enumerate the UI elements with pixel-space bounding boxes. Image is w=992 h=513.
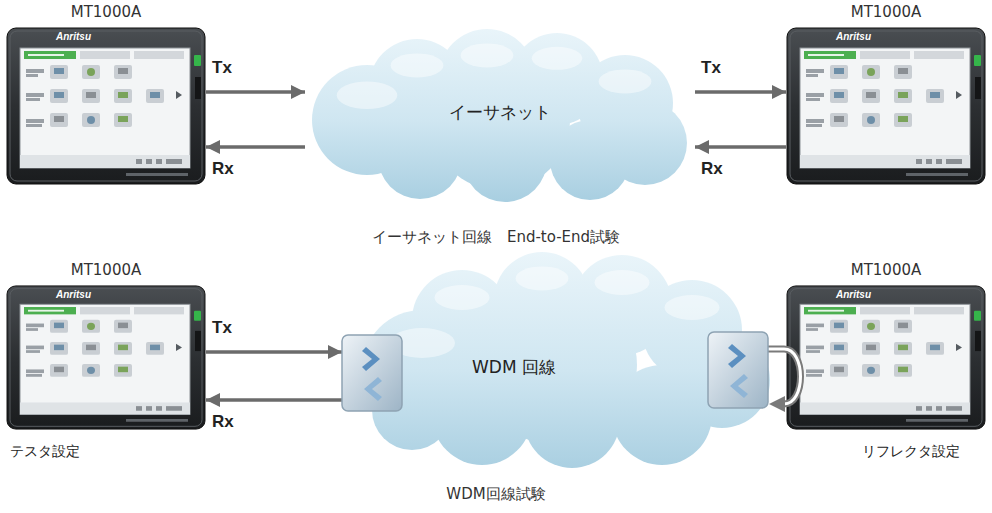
cloud-highlight bbox=[391, 53, 444, 77]
cloud-highlight bbox=[532, 47, 583, 70]
tester-box: MT1000A bbox=[6, 27, 206, 185]
loopback-arrowhead bbox=[769, 396, 785, 412]
signal-arrow bbox=[206, 350, 342, 354]
caption-text: イーサネット回線 End-to-End試験 bbox=[372, 228, 620, 247]
signal-arrow bbox=[206, 90, 305, 94]
device-name: MT1000A bbox=[6, 3, 206, 21]
signal-label: Rx bbox=[212, 159, 234, 179]
mode-label: リフレクタ設定 bbox=[862, 443, 960, 461]
signal-arrow bbox=[206, 398, 342, 402]
signal-arrow bbox=[695, 145, 786, 149]
network-name: イーサネット bbox=[449, 101, 551, 124]
tester-device bbox=[787, 286, 985, 429]
tester-device bbox=[7, 28, 205, 184]
cloud-highlight bbox=[461, 43, 514, 67]
brand-logo: Anritsu bbox=[836, 289, 871, 300]
cloud-highlight bbox=[337, 82, 398, 110]
device-name: MT1000A bbox=[786, 261, 986, 279]
cloud-shape bbox=[342, 250, 772, 470]
brand-logo: Anritsu bbox=[836, 31, 871, 42]
signal-label: Rx bbox=[701, 159, 723, 179]
caption-text: WDM回線試験 bbox=[446, 485, 545, 504]
wdm-device bbox=[708, 332, 768, 408]
wdm-device bbox=[342, 335, 402, 411]
signal-arrow bbox=[206, 145, 305, 149]
device-name: MT1000A bbox=[786, 3, 986, 21]
network-name: WDM 回線 bbox=[472, 356, 556, 379]
cloud-highlight bbox=[516, 266, 569, 290]
signal-label: Tx bbox=[212, 58, 232, 78]
brand-logo: Anritsu bbox=[56, 31, 91, 42]
cloud-highlight bbox=[599, 69, 652, 93]
network-cloud: WDM 回線 bbox=[342, 250, 772, 470]
mode-label: テスタ設定 bbox=[10, 443, 80, 461]
brand-logo: Anritsu bbox=[56, 289, 91, 300]
tester-box: MT1000Aテスタ設定 bbox=[6, 285, 206, 430]
cloud-highlight bbox=[665, 295, 720, 320]
signal-arrow bbox=[695, 90, 786, 94]
signal-label: Tx bbox=[701, 58, 721, 78]
network-cloud: イーサネット bbox=[305, 25, 695, 200]
tester-box: MT1000A bbox=[786, 27, 986, 185]
cloud-highlight bbox=[595, 270, 650, 295]
signal-label: Tx bbox=[212, 318, 232, 338]
tester-device bbox=[7, 286, 205, 429]
tester-device bbox=[787, 28, 985, 184]
cloud-puff bbox=[430, 50, 570, 190]
cloud-highlight bbox=[435, 285, 490, 310]
tester-box: MT1000Aリフレクタ設定 bbox=[786, 285, 986, 430]
device-name: MT1000A bbox=[6, 261, 206, 279]
signal-label: Rx bbox=[212, 412, 234, 432]
